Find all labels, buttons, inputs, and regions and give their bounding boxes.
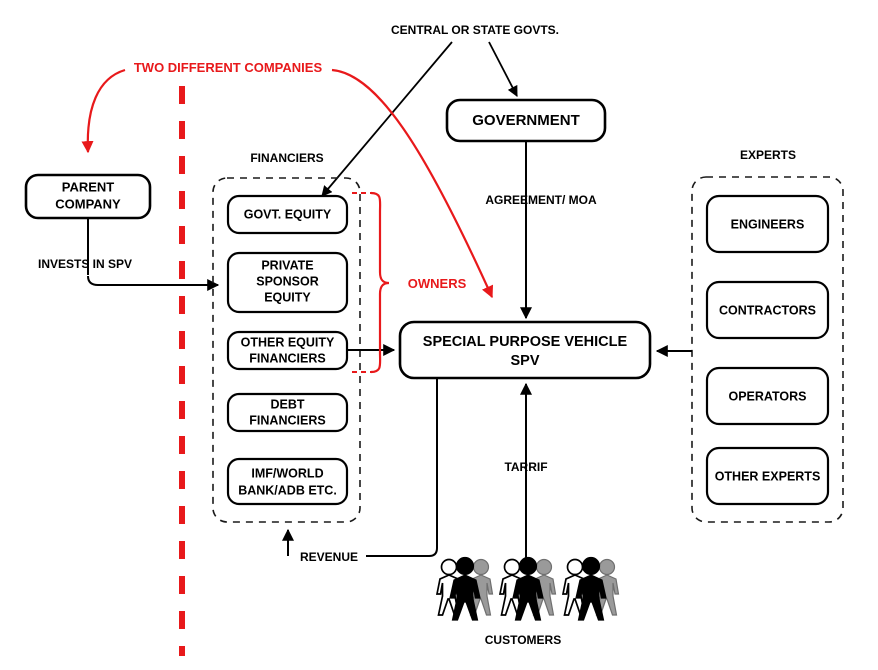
invests-in-spv-label: INVESTS IN SPV bbox=[38, 257, 132, 271]
node-private-sponsor-equity[interactable]: PRIVATE SPONSOR EQUITY bbox=[226, 251, 349, 314]
imf-world-bank-label-line2: BANK/ADB ETC. bbox=[238, 483, 337, 497]
other-experts-label: OTHER EXPERTS bbox=[715, 469, 821, 483]
financiers-group-title: FINANCIERS bbox=[250, 151, 323, 165]
government-label: GOVERNMENT bbox=[472, 112, 580, 129]
other-equity-financiers-label-line2: FINANCIERS bbox=[249, 351, 325, 365]
contractors-label: CONTRACTORS bbox=[719, 303, 816, 317]
owners-curly-brace bbox=[370, 191, 390, 374]
node-government[interactable]: GOVERNMENT bbox=[445, 98, 607, 143]
debt-financiers-label-line2: FINANCIERS bbox=[249, 413, 325, 427]
imf-world-bank-label-line1: IMF/WORLD bbox=[251, 466, 323, 480]
spv-label-line2: SPV bbox=[510, 353, 539, 369]
person-black-icon bbox=[575, 556, 607, 621]
revenue-label: REVENUE bbox=[300, 550, 358, 564]
customers-label: CUSTOMERS bbox=[485, 633, 561, 647]
govt-equity-label: GOVT. EQUITY bbox=[244, 207, 332, 221]
private-sponsor-equity-label-line1: PRIVATE bbox=[261, 258, 313, 272]
experts-group-box bbox=[691, 176, 844, 523]
spv-box[interactable] bbox=[398, 320, 652, 380]
person-black-icon bbox=[449, 556, 481, 621]
node-operators[interactable]: OPERATORS bbox=[705, 366, 830, 426]
private-sponsor-equity-box[interactable] bbox=[226, 251, 349, 314]
operators-label: OPERATORS bbox=[728, 389, 806, 403]
debt-financiers-label-line1: DEBT bbox=[270, 397, 304, 411]
node-govt-equity[interactable]: GOVT. EQUITY bbox=[226, 194, 349, 235]
private-sponsor-equity-label-line2: SPONSOR bbox=[256, 274, 319, 288]
engineers-box[interactable] bbox=[705, 194, 830, 254]
edge-govts-to-financiers bbox=[321, 41, 453, 197]
tarrif-label: TARRIF bbox=[504, 460, 547, 474]
engineers-label: ENGINEERS bbox=[731, 217, 805, 231]
node-other-experts[interactable]: OTHER EXPERTS bbox=[705, 446, 830, 506]
customer-figure-group-2 bbox=[498, 556, 557, 621]
customer-figure-group-1 bbox=[435, 556, 494, 621]
other-experts-box[interactable] bbox=[705, 446, 830, 506]
owners-label: OWNERS bbox=[408, 276, 467, 291]
imf-world-bank-box[interactable] bbox=[226, 457, 349, 506]
contractors-box[interactable] bbox=[705, 280, 830, 340]
node-contractors[interactable]: CONTRACTORS bbox=[705, 280, 830, 340]
other-equity-financiers-label-line1: OTHER EQUITY bbox=[241, 335, 335, 349]
two-different-companies-label: TWO DIFFERENT COMPANIES bbox=[134, 60, 323, 75]
financiers-group-box bbox=[212, 177, 361, 523]
central-or-state-govts-label: CENTRAL OR STATE GOVTS. bbox=[391, 23, 559, 37]
node-engineers[interactable]: ENGINEERS bbox=[705, 194, 830, 254]
agreement-moa-label: AGREEMENT/ MOA bbox=[485, 193, 597, 207]
experts-group-title: EXPERTS bbox=[740, 148, 796, 162]
node-imf-world-bank[interactable]: IMF/WORLD BANK/ADB ETC. bbox=[226, 457, 349, 506]
parent-company-label-line2: COMPANY bbox=[55, 196, 121, 211]
node-spv[interactable]: SPECIAL PURPOSE VEHICLE SPV bbox=[398, 320, 652, 380]
edge-spv-revenue-path bbox=[375, 378, 438, 557]
node-debt-financiers[interactable]: DEBT FINANCIERS bbox=[226, 392, 349, 433]
spv-label-line1: SPECIAL PURPOSE VEHICLE bbox=[423, 334, 628, 350]
customer-figure-group-3 bbox=[561, 556, 620, 621]
parent-company-label-line1: PARENT bbox=[62, 179, 115, 194]
node-parent-company[interactable]: PARENT COMPANY bbox=[24, 173, 152, 220]
red-arrow-to-parent-company bbox=[81, 68, 126, 154]
node-other-equity-financiers[interactable]: OTHER EQUITY FINANCIERS bbox=[226, 330, 349, 371]
edge-parent-to-private-sponsor bbox=[87, 275, 220, 291]
operators-box[interactable] bbox=[705, 366, 830, 426]
govt-equity-box[interactable] bbox=[226, 194, 349, 235]
debt-financiers-box[interactable] bbox=[226, 392, 349, 433]
private-sponsor-equity-label-line3: EQUITY bbox=[264, 290, 311, 304]
person-black-icon bbox=[512, 556, 544, 621]
red-arrow-to-spv bbox=[331, 68, 494, 299]
edge-govts-to-government bbox=[488, 41, 518, 97]
